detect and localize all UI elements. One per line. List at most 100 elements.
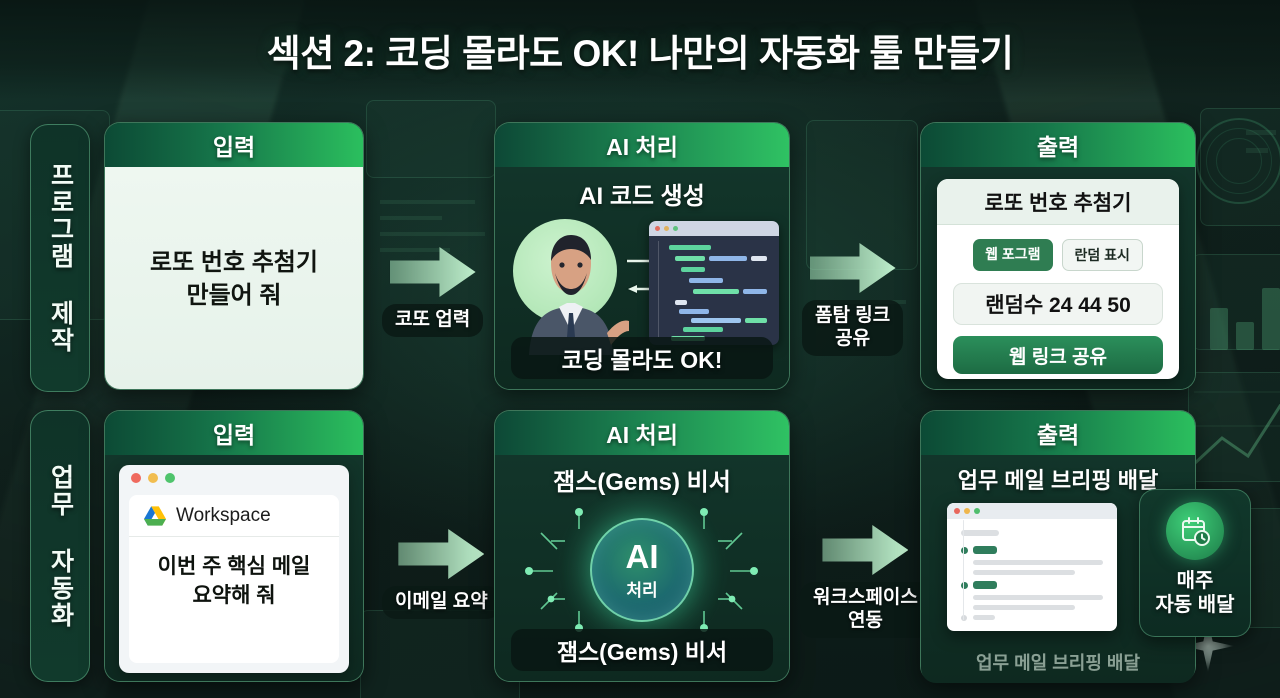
skeleton-line (973, 581, 997, 589)
row2-ai-card: AI 처리 잼스(Gems) 비서 (494, 410, 790, 682)
calendar-clock-glyph (1182, 517, 1210, 546)
decor-line-panel (1188, 372, 1280, 482)
card-header: AI 처리 (495, 411, 789, 455)
workspace-brand-row: Workspace (129, 495, 339, 537)
tag-row: 웹 포그램 란덤 표시 (937, 239, 1179, 271)
maximize-dot-icon (673, 226, 678, 231)
minimize-dot-icon (664, 226, 669, 231)
arrow-right-icon (809, 243, 896, 293)
ai-illustration (495, 217, 789, 357)
decor-ring (1196, 118, 1280, 204)
ai-node-illustration: AI 처리 (495, 480, 789, 660)
arrow-right-icon (398, 529, 485, 579)
app-title: 로또 번호 추첨기 (937, 179, 1179, 225)
calendar-clock-icon (1166, 502, 1224, 560)
lotto-app-window: 로또 번호 추첨기 웹 포그램 란덤 표시 랜덤수 24 44 50 웹 링크 … (937, 179, 1179, 379)
node-small-label: 처리 (626, 580, 658, 600)
ai-subtitle: 잼스(Gems) 비서 (495, 455, 789, 497)
card-header-label: AI 처리 (606, 134, 678, 160)
card-header: AI 처리 (495, 123, 789, 167)
bullet-dot (961, 615, 967, 621)
skeleton-line (973, 615, 995, 620)
skeleton-line (961, 530, 999, 536)
title-bar: 섹션 2: 코딩 몰라도 OK! 나만의 자동화 툴 만들기 (0, 0, 1280, 100)
code-editor-window (649, 221, 779, 345)
row2-output-card: 출력 업무 메일 브리핑 배달 (920, 410, 1251, 683)
card-header-label: 입력 (212, 134, 256, 160)
input-prompt: 로또 번호 추첨기 만들어 줘 (150, 246, 318, 312)
arrow-label: 폼탐 링크 공유 (802, 300, 904, 356)
bullet-dot (961, 582, 968, 589)
close-dot-icon (655, 226, 660, 231)
minimize-dot-icon (964, 508, 970, 514)
ai-footer-label: 잼스(Gems) 비서 (556, 639, 728, 665)
row2-arrow-2: 워크스페이스 연동 (800, 524, 931, 638)
rail-label: 프로그램 제작 (46, 162, 75, 354)
card-body: 업무 메일 브리핑 배달 (921, 455, 1251, 683)
share-web-link-button[interactable]: 웹 링크 공유 (953, 336, 1163, 374)
arrow-label: 코또 업력 (382, 304, 484, 337)
ai-subtitle: AI 코드 생성 (579, 183, 705, 210)
arrow-left-small-icon (625, 283, 667, 295)
input-prompt: 이번 주 핵심 메일 요약해 줘 (129, 537, 339, 611)
ai-footer-label: 코딩 몰라도 OK! (561, 347, 723, 373)
arrow-right-icon (389, 247, 476, 297)
arrow-right-icon (822, 525, 909, 575)
input-prompt-line1: 로또 번호 추첨기 (150, 248, 318, 276)
decor-chart-panel (1192, 254, 1280, 350)
row1-output-card: 출력 로또 번호 추첨기 웹 포그램 란덤 표시 랜덤수 24 44 50 웹 … (920, 122, 1196, 390)
decor-panel (366, 100, 496, 178)
close-dot-icon (954, 508, 960, 514)
card-header-label: AI 처리 (606, 422, 678, 448)
browser-titlebar (119, 465, 349, 491)
tag-web-program[interactable]: 웹 포그램 (973, 239, 1053, 271)
card-body: AI 코드 생성 (495, 167, 789, 389)
output-title: 업무 메일 브리핑 배달 (957, 468, 1159, 493)
minimize-dot-icon[interactable] (148, 473, 158, 483)
input-prompt-line1: 이번 주 핵심 메일 (157, 555, 311, 578)
arrow-label: 워크스페이스 연동 (800, 582, 931, 638)
workspace-brand-label: Workspace (176, 504, 271, 526)
card-header-label: 출력 (1036, 134, 1080, 160)
input-prompt-line2: 만들어 줘 (186, 282, 282, 309)
bullet-dot (961, 547, 968, 554)
card-header: 입력 (105, 123, 363, 167)
code-window-titlebar (649, 221, 779, 236)
card-body: Workspace 이번 주 핵심 메일 요약해 줘 (105, 455, 363, 681)
maximize-dot-icon (974, 508, 980, 514)
rail-work-automation: 업무 자동화 (30, 410, 90, 682)
skeleton-line (973, 546, 997, 554)
person-illustration (529, 235, 629, 355)
row2-arrow-1: 이메일 요약 (382, 528, 501, 619)
code-gutter (658, 241, 659, 337)
skeleton-line (973, 560, 1103, 565)
skeleton-line (973, 605, 1075, 610)
card-body: 잼스(Gems) 비서 (495, 455, 789, 681)
card-header-label: 출력 (1036, 422, 1080, 448)
close-dot-icon[interactable] (131, 473, 141, 483)
row1-arrow-2: 폼탐 링크 공유 (802, 242, 904, 356)
card-header: 출력 (921, 411, 1195, 455)
node-big-label: AI (625, 537, 659, 575)
page-title: 섹션 2: 코딩 몰라도 OK! 나만의 자동화 툴 만들기 (266, 33, 1014, 74)
arrow-label: 이메일 요약 (382, 586, 501, 619)
timeline-rule (963, 520, 964, 620)
mail-window-titlebar (947, 503, 1117, 519)
rail-label: 업무 자동화 (46, 463, 75, 629)
row1-ai-card: AI 처리 AI 코드 생성 (494, 122, 790, 390)
row1-input-card: 입력 로또 번호 추첨기 만들어 줘 (104, 122, 364, 390)
input-prompt-line2: 요약해 줘 (192, 583, 276, 607)
output-caption: 업무 메일 브리핑 배달 (975, 653, 1141, 673)
maximize-dot-icon[interactable] (165, 473, 175, 483)
tag-random-display[interactable]: 란덤 표시 (1061, 239, 1143, 271)
workspace-browser-window: Workspace 이번 주 핵심 메일 요약해 줘 (119, 465, 349, 673)
card-header: 입력 (105, 411, 363, 455)
ai-footer-chip: 잼스(Gems) 비서 (511, 629, 773, 671)
card-body: 로또 번호 추첨기 웹 포그램 란덤 표시 랜덤수 24 44 50 웹 링크 … (921, 167, 1195, 389)
skeleton-line (973, 595, 1103, 600)
ai-footer-chip: 코딩 몰라도 OK! (511, 337, 773, 379)
card-header: 출력 (921, 123, 1195, 167)
random-result-field: 랜덤수 24 44 50 (953, 283, 1163, 325)
